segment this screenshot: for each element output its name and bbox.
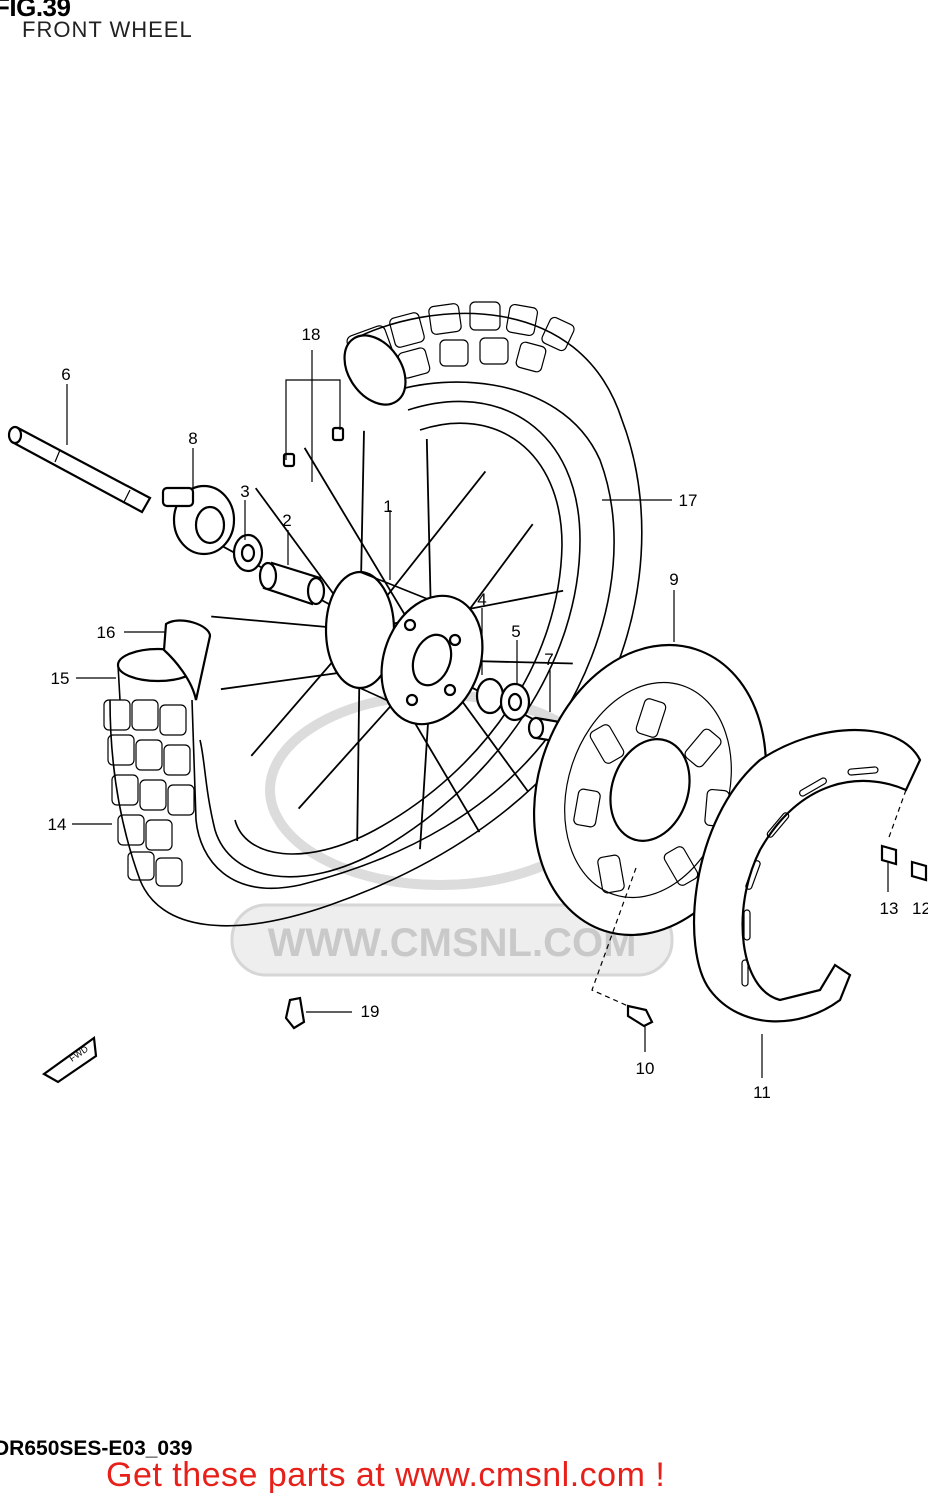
rim-band-part	[162, 619, 212, 701]
forward-arrow-icon: FWD	[41, 1036, 98, 1084]
callout-7: 7	[544, 650, 553, 669]
callout-19: 19	[361, 1002, 380, 1021]
callout-10: 10	[636, 1059, 655, 1078]
figure-label: FIG.39	[0, 0, 71, 22]
callout-5: 5	[511, 622, 520, 641]
diagram-title: FRONT WHEEL	[22, 17, 193, 42]
watermark-text: WWW.CMSNL.COM	[268, 921, 637, 965]
callout-17: 17	[679, 491, 698, 510]
callout-1: 1	[383, 497, 392, 516]
spacer-part	[258, 561, 326, 606]
callout-3: 3	[240, 482, 249, 501]
callout-11: 11	[753, 1083, 771, 1102]
spokes-group	[211, 430, 573, 850]
callout-2: 2	[282, 511, 291, 530]
callout-13: 13	[880, 899, 899, 918]
tire-tread-top	[346, 301, 575, 379]
callout-6: 6	[61, 365, 70, 384]
disc-cover-part	[692, 729, 922, 1023]
axle-part	[7, 425, 152, 514]
cover-bolt-part	[910, 860, 928, 882]
diagram-code: DR650SES-E03_039	[0, 1437, 193, 1460]
bearing-left-part	[232, 533, 264, 573]
callout-8: 8	[188, 429, 197, 448]
callout-labels: 1 2 3 4 5 6 7 8 9 10 11 12 13 14 15 16 1…	[48, 325, 928, 1102]
valve-cap-part	[284, 996, 306, 1030]
callout-leaders	[66, 350, 889, 1078]
cover-collar-part	[880, 844, 898, 866]
callout-9: 9	[669, 570, 678, 589]
callout-12: 12	[912, 899, 928, 918]
nipples-part	[282, 426, 345, 468]
callout-14: 14	[48, 815, 67, 834]
promo-link[interactable]: Get these parts at www.cmsnl.com !	[106, 1456, 666, 1494]
callout-15: 15	[51, 669, 70, 688]
bearing-right-part	[475, 677, 531, 722]
callout-4: 4	[477, 590, 486, 609]
gearbox-part	[161, 484, 236, 556]
tire-tread-left	[103, 699, 195, 887]
callout-18: 18	[302, 325, 321, 344]
callout-16: 16	[97, 623, 116, 642]
dashed-leaders	[591, 789, 907, 1007]
disc-bolt-part	[626, 1004, 654, 1028]
hub-part	[324, 570, 484, 726]
